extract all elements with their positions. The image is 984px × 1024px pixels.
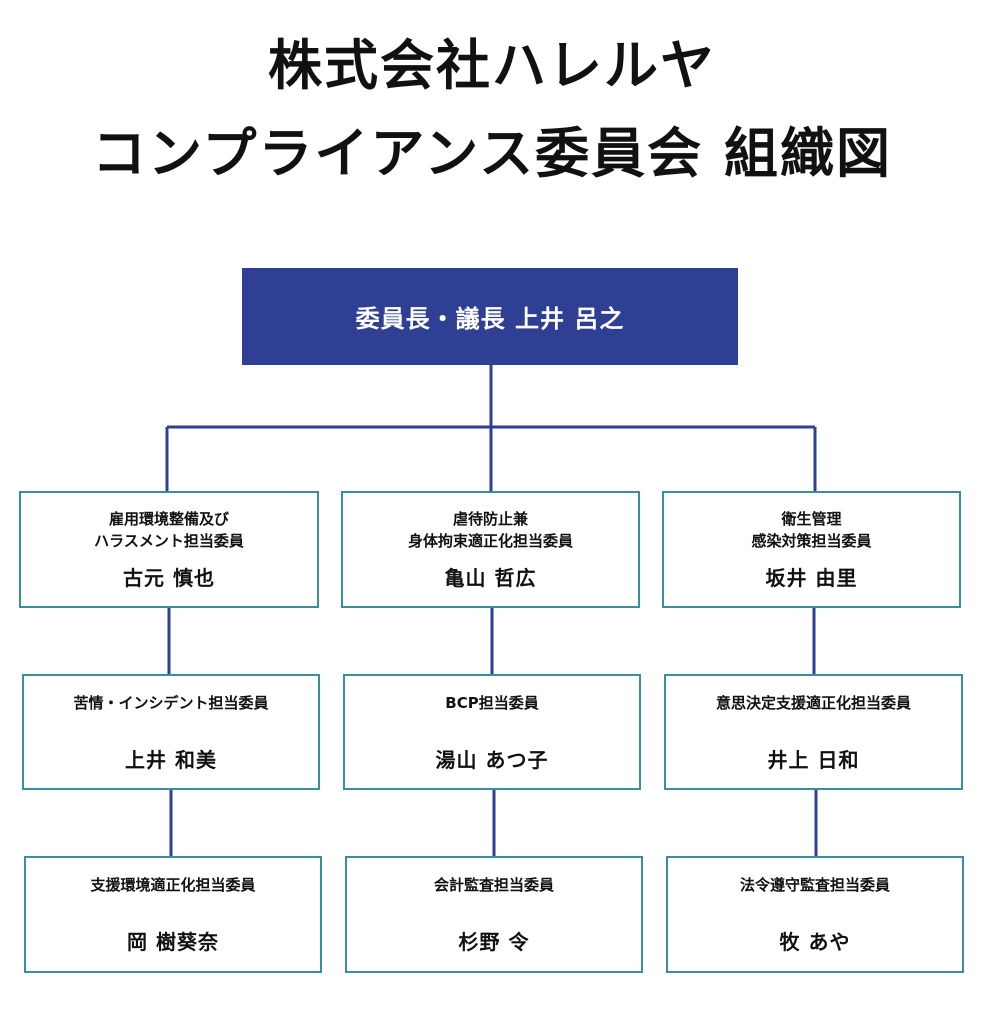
member-box-col3-row1: 衛生管理 感染対策担当委員 坂井 由里 [662,491,961,608]
member-role: 苦情・インシデント担当委員 [73,692,268,714]
role-line: ハラスメント担当委員 [94,532,244,550]
member-name: 杉野 令 [458,930,530,954]
member-name: 井上 日和 [767,747,860,772]
member-role: 虐待防止兼 身体拘束適正化担当委員 [408,508,573,552]
member-name: 湯山 あつ子 [435,747,549,772]
member-box-col2-row1: 虐待防止兼 身体拘束適正化担当委員 亀山 哲広 [341,491,640,608]
role-line: 意思決定支援適正化担当委員 [715,693,911,712]
chart-title-line-2: コンプライアンス委員会 組織図 [92,122,892,185]
member-role: 衛生管理 感染対策担当委員 [751,508,871,552]
role-line: BCP担当委員 [445,693,539,712]
role-line: 雇用環境整備及び [108,510,229,528]
member-box-col1-row3: 支援環境適正化担当委員 岡 樹葵奈 [24,856,322,973]
member-role: BCP担当委員 [445,692,538,714]
role-line: 感染対策担当委員 [751,532,872,550]
role-line: 虐待防止兼 [452,510,528,528]
member-box-col3-row2: 意思決定支援適正化担当委員 井上 日和 [664,674,963,790]
member-name: 牧 あや [779,930,851,954]
member-role: 会計監査担当委員 [434,874,554,896]
member-name: 上井 和美 [125,747,217,772]
member-role: 雇用環境整備及び ハラスメント担当委員 [94,508,244,552]
role-line: 衛生管理 [781,510,842,528]
member-name: 亀山 哲広 [444,566,537,590]
role-line: 苦情・インシデント担当委員 [73,693,269,712]
chart-title-line-1: 株式会社ハレルヤ [268,34,716,97]
chair-box: 委員長・議長 上井 呂之 [242,268,738,365]
member-name: 坂井 由里 [765,566,858,590]
member-box-col2-row2: BCP担当委員 湯山 あつ子 [343,674,641,790]
member-box-col1-row2: 苦情・インシデント担当委員 上井 和美 [22,674,320,790]
member-role: 支援環境適正化担当委員 [90,874,255,896]
role-line: 支援環境適正化担当委員 [90,876,256,894]
member-name: 岡 樹葵奈 [127,930,219,954]
member-box-col2-row3: 会計監査担当委員 杉野 令 [345,856,643,973]
role-line: 会計監査担当委員 [433,876,554,894]
member-role: 意思決定支援適正化担当委員 [716,692,911,714]
chair-label: 委員長・議長 上井 呂之 [355,305,625,333]
role-line: 法令遵守監査担当委員 [739,876,890,894]
member-name: 古元 慎也 [123,566,215,590]
member-role: 法令遵守監査担当委員 [740,874,890,896]
role-line: 身体拘束適正化担当委員 [407,532,573,550]
member-box-col1-row1: 雇用環境整備及び ハラスメント担当委員 古元 慎也 [19,491,319,608]
member-box-col3-row3: 法令遵守監査担当委員 牧 あや [666,856,964,973]
